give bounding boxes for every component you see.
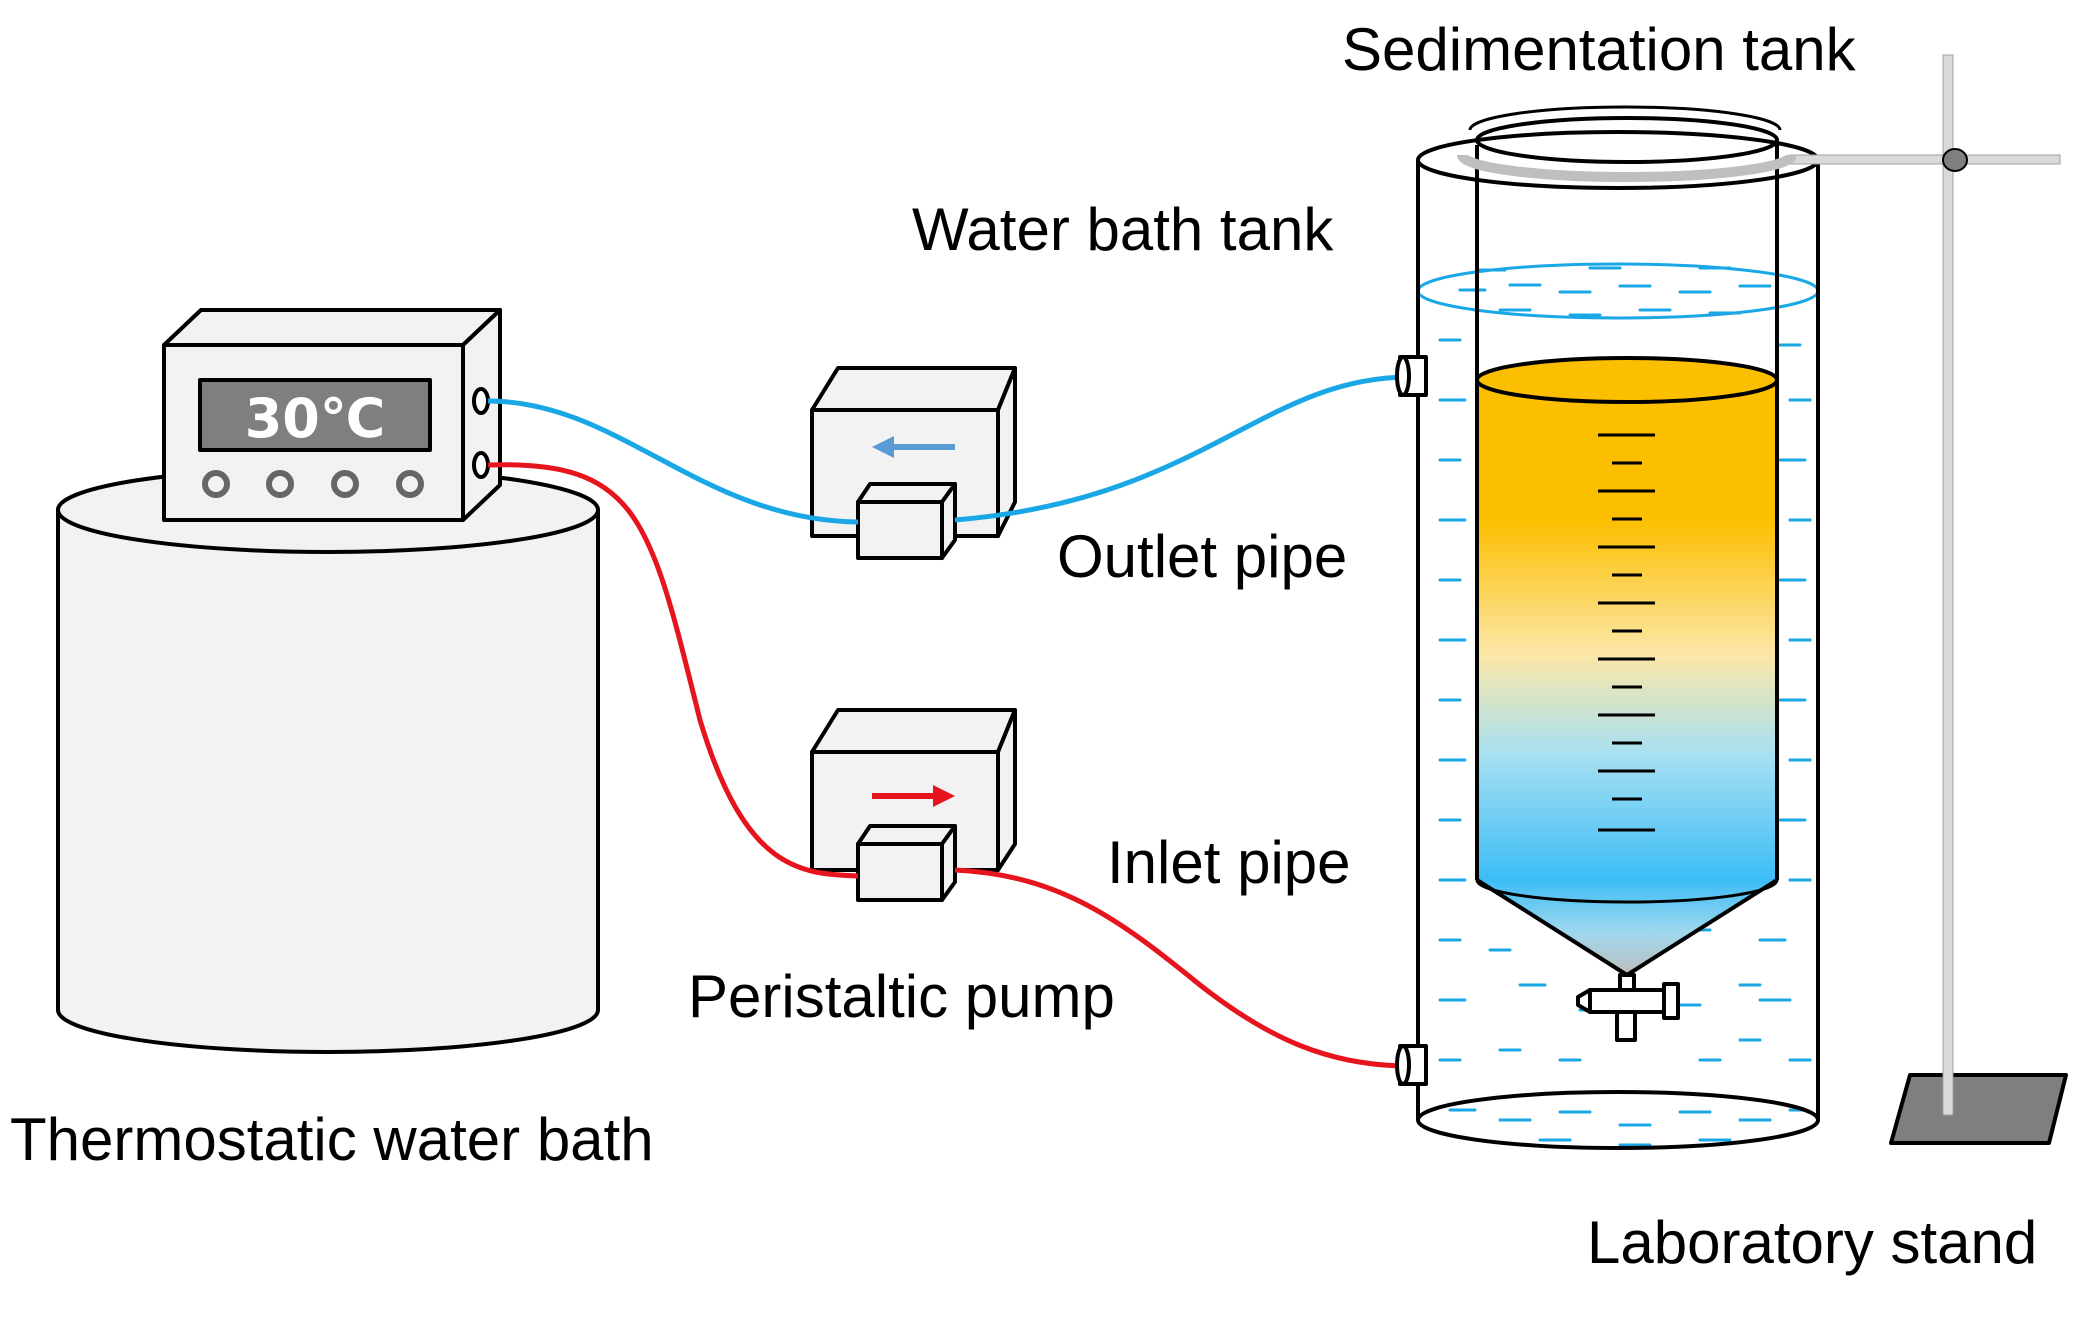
inlet-connector [1395, 1044, 1428, 1086]
knob-1[interactable] [202, 470, 230, 498]
knob-4[interactable] [396, 470, 424, 498]
label-water-bath-tank: Water bath tank [912, 196, 1334, 263]
label-peristaltic-pump: Peristaltic pump [688, 963, 1115, 1030]
temperature-controller: 30℃ [162, 308, 502, 522]
drain-valve[interactable] [1576, 973, 1680, 1042]
label-sedimentation-tank: Sedimentation tank [1342, 16, 1857, 83]
stand-rod [1942, 54, 1954, 1116]
label-laboratory-stand: Laboratory stand [1587, 1209, 2037, 1276]
outlet-pipe [487, 374, 1406, 525]
outlet-port [472, 387, 490, 415]
temperature-readout: 30℃ [245, 387, 386, 450]
outlet-peristaltic-pump [810, 366, 1017, 560]
label-thermostatic-water-bath: Thermostatic water bath [10, 1106, 654, 1173]
graduation-scale [1598, 433, 1655, 832]
inlet-pipe [487, 462, 1406, 1069]
knob-2[interactable] [266, 470, 294, 498]
inlet-peristaltic-pump [810, 708, 1017, 902]
label-outlet-pipe: Outlet pipe [1057, 523, 1347, 590]
sedimentation-tank [1475, 116, 1779, 1042]
laboratory-stand [1457, 54, 2068, 1145]
stand-clamp-arm [1789, 154, 2061, 165]
stand-clamp-ring [1457, 153, 1797, 182]
thermostatic-water-bath [56, 466, 600, 1054]
arrow-right-icon [872, 785, 955, 807]
water-bath-tank-walls [1416, 130, 1820, 1150]
arrow-left-icon [872, 436, 955, 458]
controller-knobs [202, 470, 424, 498]
label-inlet-pipe: Inlet pipe [1107, 829, 1351, 896]
outlet-connector [1395, 355, 1428, 397]
inlet-port [472, 451, 490, 479]
knob-3[interactable] [331, 470, 359, 498]
stand-clamp-knob[interactable] [1942, 148, 1968, 172]
temperature-display [198, 378, 432, 452]
